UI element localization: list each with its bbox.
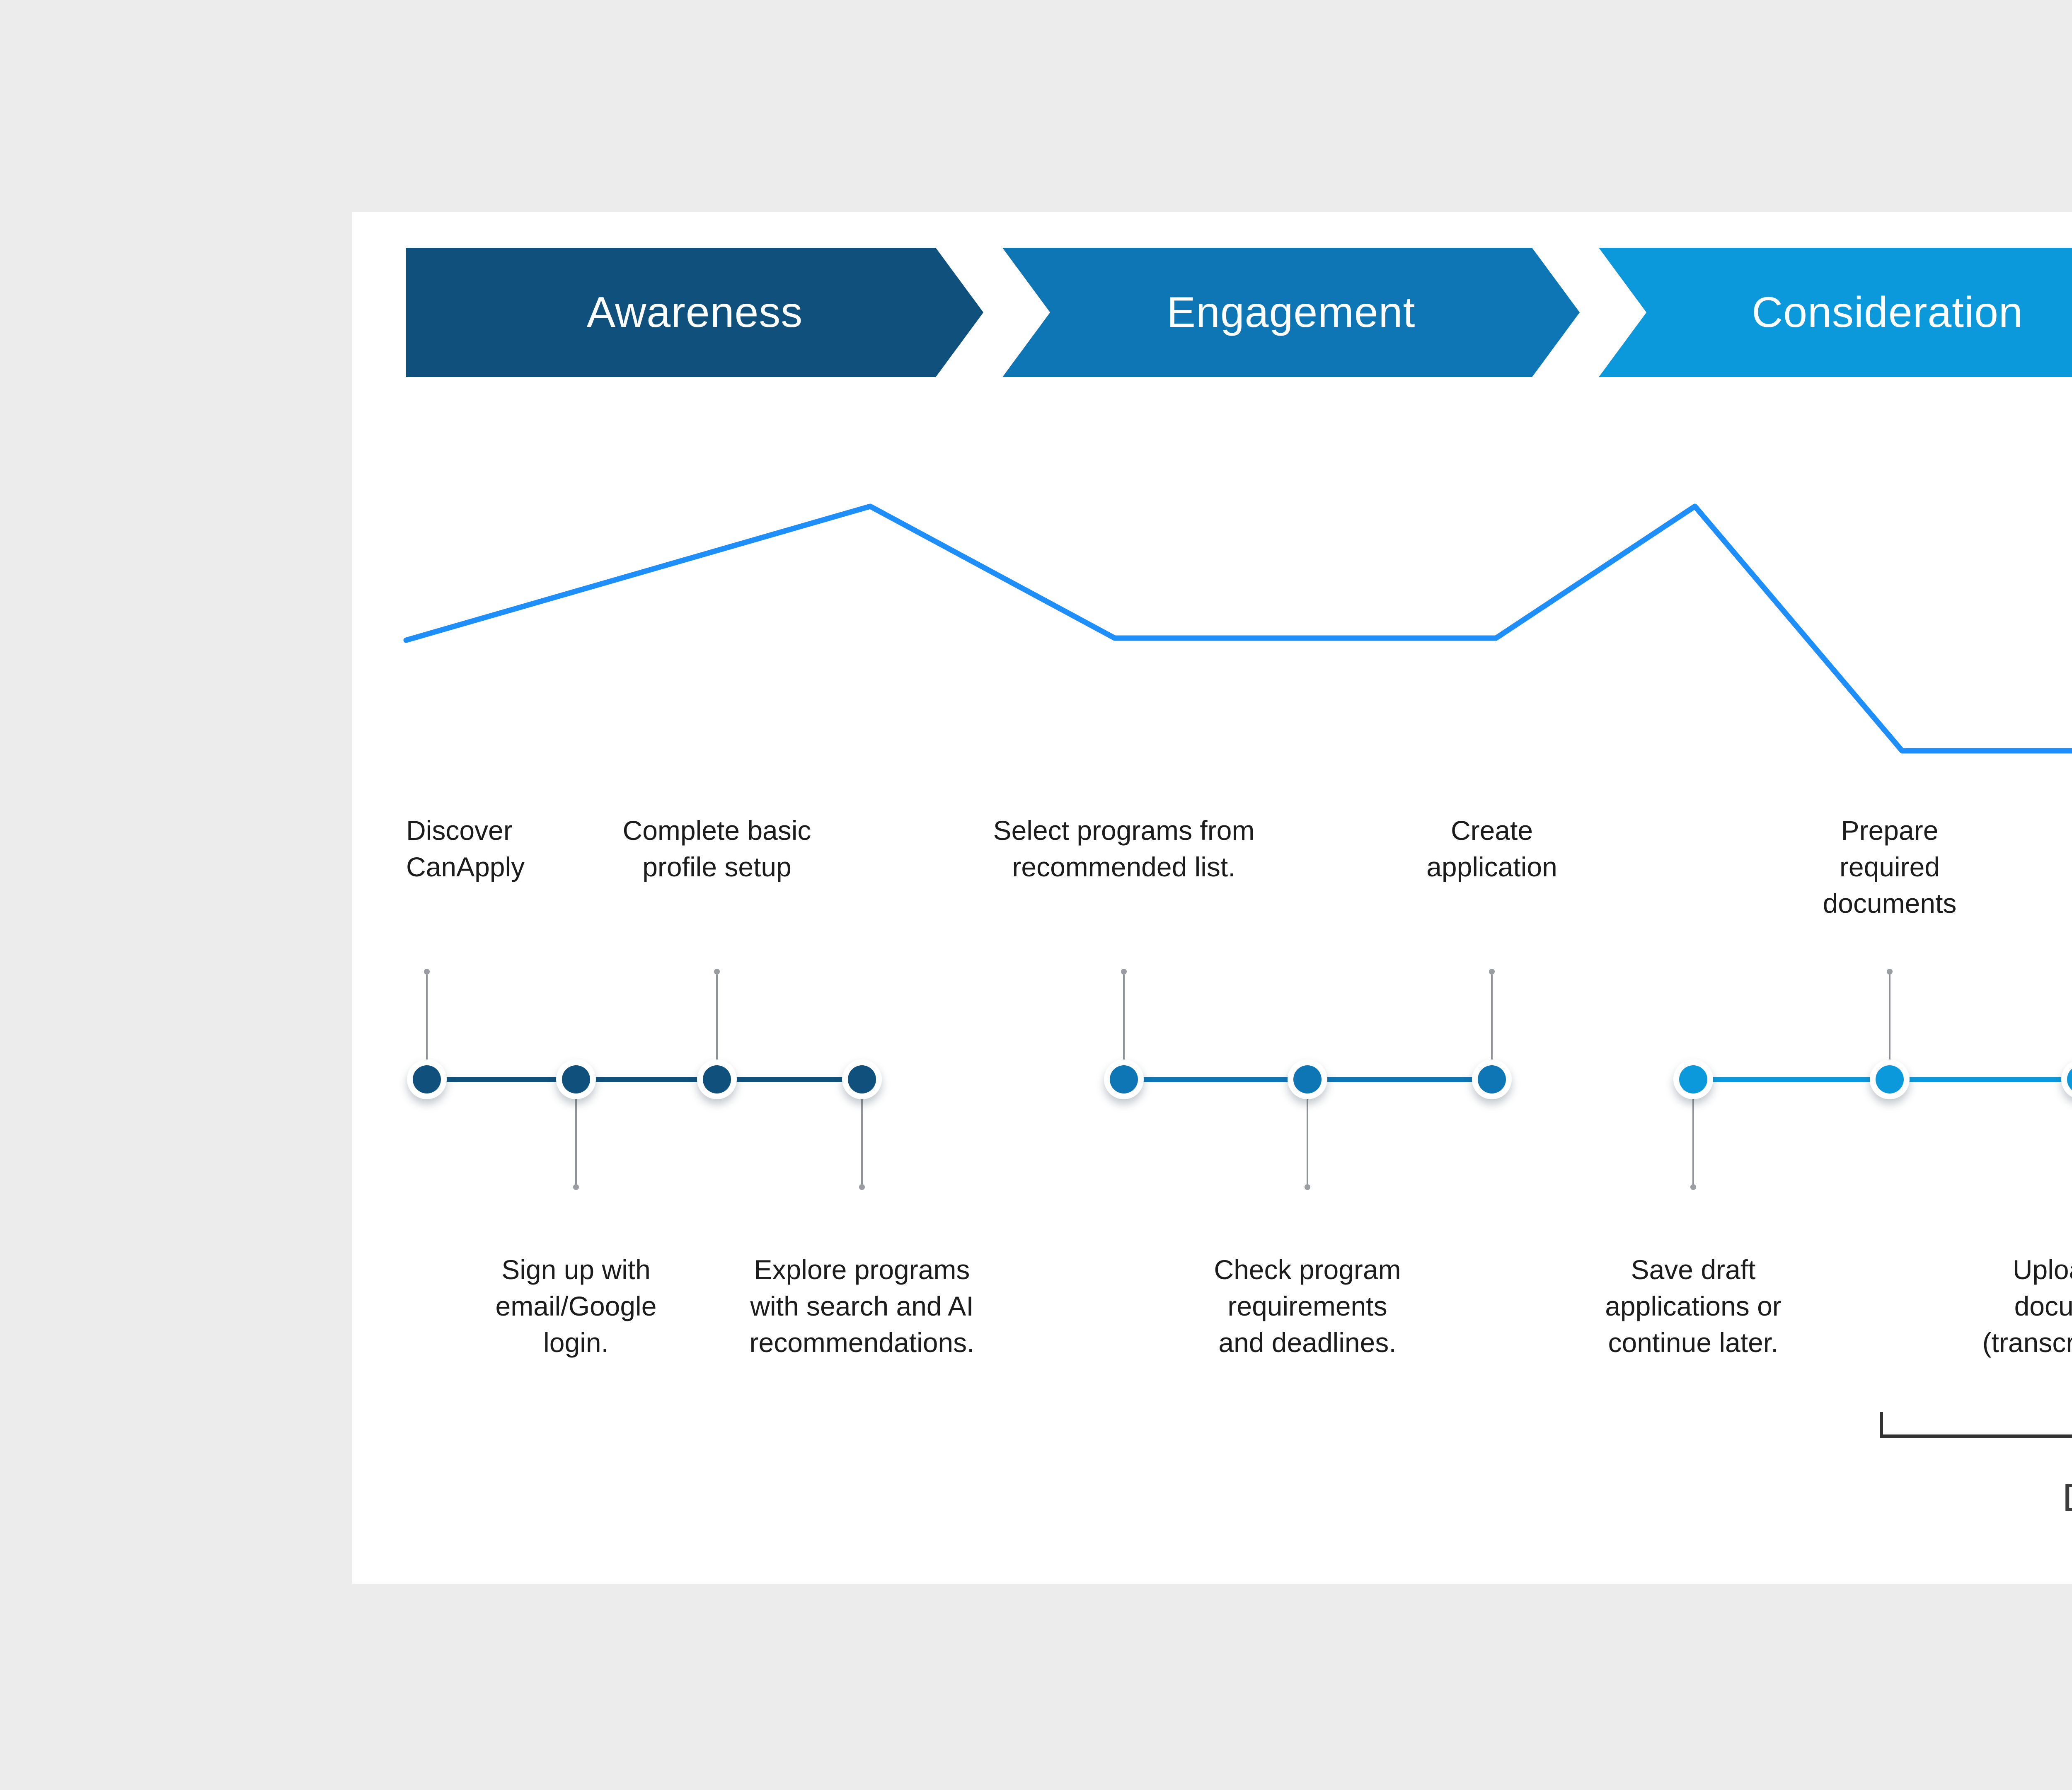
milestone-stem-end-dot — [1690, 1184, 1696, 1190]
milestone-stem-end-dot — [1887, 969, 1893, 975]
milestone-stem — [1307, 1099, 1308, 1187]
milestone-dot — [842, 1059, 882, 1099]
milestone-dot-fill — [1110, 1065, 1138, 1093]
milestone-label: Discover CanApply — [406, 815, 525, 882]
milestone-stem-end-dot — [1305, 1184, 1310, 1190]
phase-label-awareness: Awareness — [586, 288, 803, 336]
phase-chevron-awareness: Awareness — [406, 248, 983, 377]
milestone-label: Sign up with email/Google login. — [495, 1254, 657, 1358]
milestone-dot — [407, 1059, 447, 1099]
milestone-stem-end-dot — [1489, 969, 1495, 975]
milestone-dot-fill — [1876, 1065, 1904, 1093]
milestone-dot-fill — [848, 1065, 876, 1093]
milestone-label: Upload key documents (transcripts, CV) — [1982, 1254, 2072, 1358]
milestone-stem — [575, 1099, 577, 1187]
milestone-dot — [1673, 1059, 1713, 1099]
milestone-dot — [697, 1059, 737, 1099]
milestone-dot — [1472, 1059, 1512, 1099]
timeline-awareness — [427, 1077, 862, 1082]
milestone-stem-end-dot — [573, 1184, 579, 1190]
milestone-stem — [1123, 975, 1125, 1060]
phase-chevron-consideration: Consideration — [1599, 248, 2072, 377]
milestone-stem-end-dot — [1121, 969, 1127, 975]
phase-chevron-engagement: Engagement — [1002, 248, 1580, 377]
milestone-dot-fill — [1478, 1065, 1506, 1093]
milestone-label: Check program requirements and deadlines… — [1214, 1254, 1401, 1358]
phase-bar: Awareness Engagement Consideration Decis… — [406, 248, 2072, 377]
milestone-label: Prepare required documents — [1823, 815, 1957, 919]
milestone-stem — [426, 975, 428, 1060]
milestone-dot — [1104, 1059, 1144, 1099]
dropoffs-label: Drop-Offs — [2062, 1475, 2072, 1521]
milestone-label: Select programs from recommended list. — [993, 815, 1255, 882]
journey-map-canvas — [352, 212, 2072, 1584]
milestone-dot — [1870, 1059, 1910, 1099]
phase-label-engagement: Engagement — [1167, 288, 1416, 336]
milestone-dot — [556, 1059, 596, 1099]
milestone-dot-fill — [562, 1065, 590, 1093]
milestone-label: Create application — [1426, 815, 1557, 882]
milestone-stem-end-dot — [424, 969, 430, 975]
milestone-dot-fill — [2067, 1065, 2072, 1093]
milestone-stem — [861, 1099, 863, 1187]
phase-label-consideration: Consideration — [1752, 288, 2023, 336]
milestone-label: Complete basic profile setup — [622, 815, 811, 882]
milestone-dot-fill — [1679, 1065, 1707, 1093]
milestone-dot-fill — [703, 1065, 731, 1093]
milestone-dot-fill — [1293, 1065, 1322, 1093]
milestone-stem — [1889, 975, 1890, 1060]
milestone-dot — [1288, 1059, 1327, 1099]
milestone-dot-fill — [413, 1065, 441, 1093]
milestone-stem — [716, 975, 718, 1060]
milestone-stem-end-dot — [859, 1184, 865, 1190]
milestone-stem — [1692, 1099, 1694, 1187]
milestone-stem-end-dot — [714, 969, 720, 975]
milestone-stem — [1491, 975, 1493, 1060]
milestone-label: Save draft applications or continue late… — [1605, 1254, 1782, 1358]
milestone-label: Explore programs with search and AI reco… — [749, 1254, 975, 1358]
